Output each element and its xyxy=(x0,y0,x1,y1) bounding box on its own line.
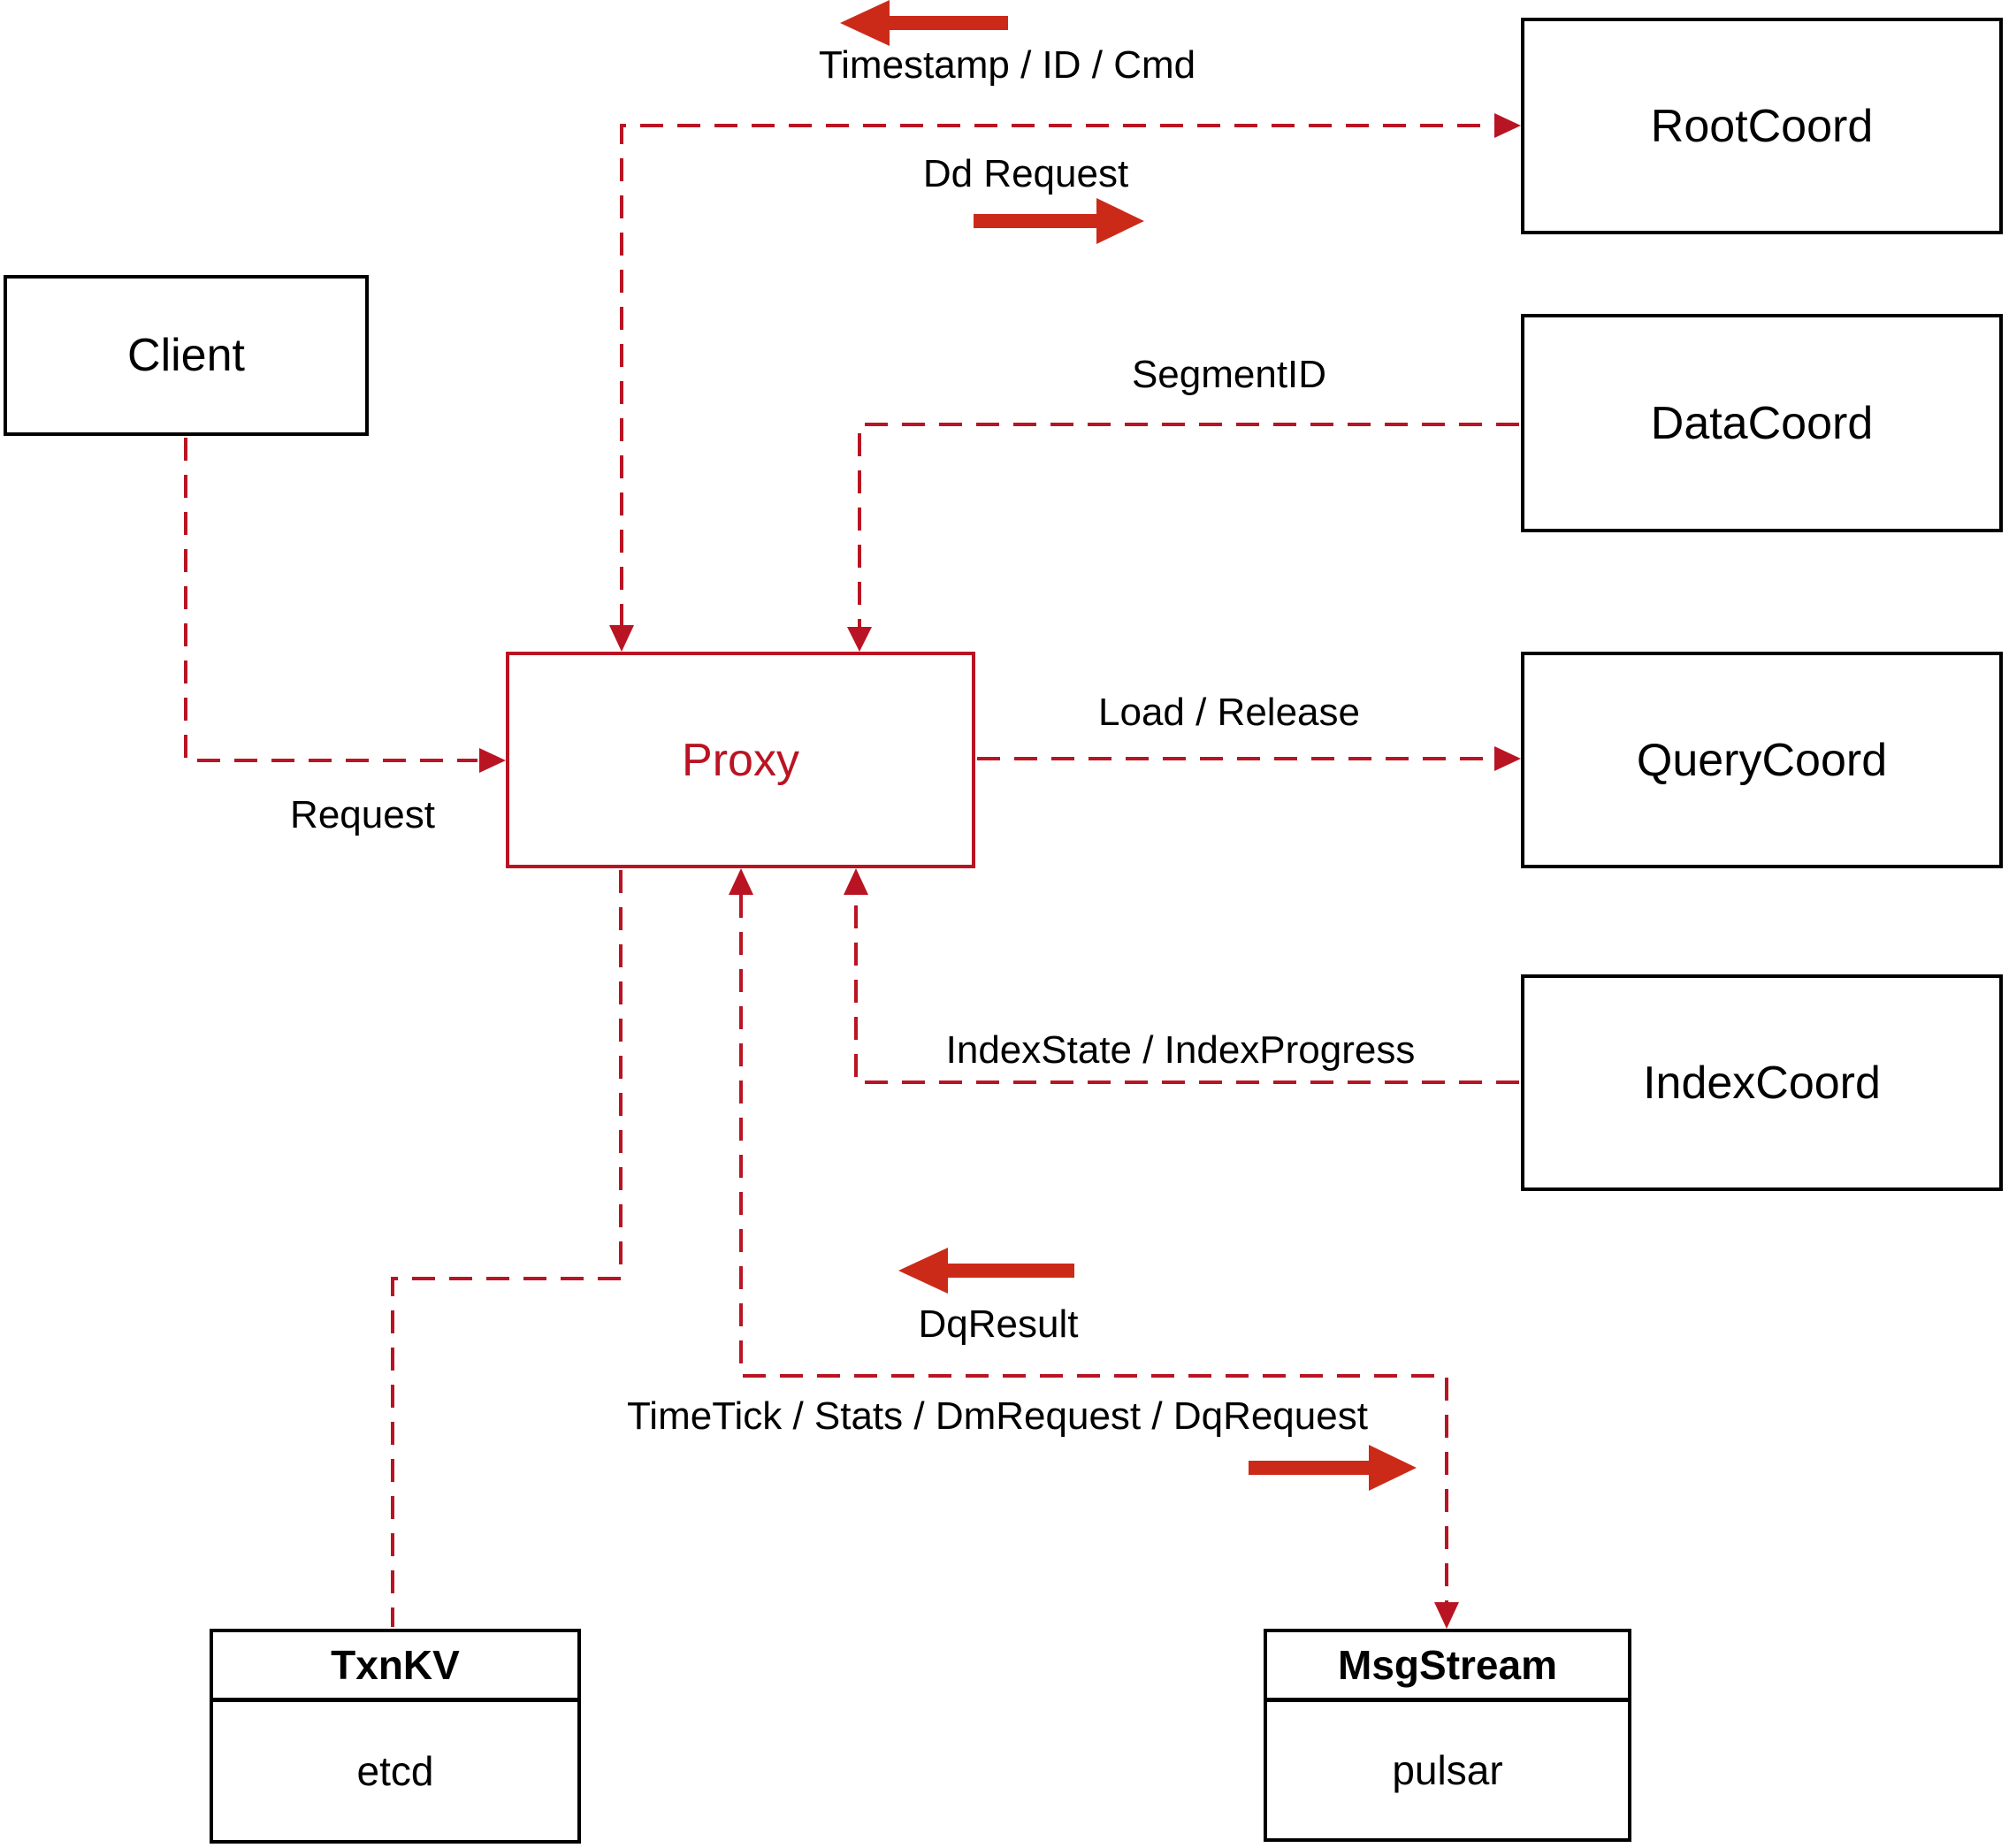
edge-label-dqresult: DqResult xyxy=(918,1302,1079,1346)
edge-datacoord-proxy-line xyxy=(858,423,1519,629)
arrowhead-into-proxy-bottom-mid xyxy=(729,868,753,895)
left-arrow-icon-dqresult xyxy=(898,1248,1074,1294)
edge-label-segmentid: SegmentID xyxy=(1131,353,1327,396)
edge-client-proxy-line xyxy=(184,438,477,762)
arrowhead-into-querycoord xyxy=(1494,746,1521,771)
right-arrow-icon-timetick xyxy=(1249,1445,1417,1491)
left-arrow-icon-timestamp xyxy=(840,0,1008,46)
arrowhead-into-proxy-top-left xyxy=(609,625,634,652)
rootcoord-label: RootCoord xyxy=(1650,100,1874,152)
arrowhead-into-proxy-left xyxy=(479,748,506,773)
txnkv-node: TxnKV etcd xyxy=(210,1629,581,1844)
arrowhead-into-rootcoord xyxy=(1494,113,1521,138)
edge-label-dd-request: Dd Request xyxy=(922,152,1129,195)
edge-proxy-txnkv-line xyxy=(391,870,623,1627)
edge-label-timetick: TimeTick / Stats / DmRequest / DqRequest xyxy=(627,1394,1368,1438)
msgstream-impl-label: pulsar xyxy=(1392,1747,1503,1793)
indexcoord-node: IndexCoord xyxy=(1521,974,2003,1191)
arrowhead-into-proxy-bottom-right xyxy=(844,868,868,895)
edge-proxy-rootcoord-line xyxy=(620,124,1493,627)
proxy-node: Proxy xyxy=(506,652,975,868)
txnkv-title: TxnKV xyxy=(213,1632,577,1702)
edge-proxy-msgstream-line xyxy=(739,895,1448,1602)
client-label: Client xyxy=(127,330,245,381)
msgstream-title-label: MsgStream xyxy=(1338,1642,1557,1688)
txnkv-impl-label: etcd xyxy=(356,1748,434,1794)
datacoord-node: DataCoord xyxy=(1521,314,2003,532)
txnkv-implementation: etcd xyxy=(213,1702,577,1840)
edge-label-load-release: Load / Release xyxy=(1098,691,1360,734)
rootcoord-node: RootCoord xyxy=(1521,18,2003,234)
proxy-label: Proxy xyxy=(682,734,799,786)
msgstream-title: MsgStream xyxy=(1267,1632,1628,1702)
querycoord-label: QueryCoord xyxy=(1636,734,1888,786)
indexcoord-label: IndexCoord xyxy=(1643,1057,1881,1109)
edge-label-indexstate: IndexState / IndexProgress xyxy=(945,1028,1416,1072)
edge-indexcoord-proxy-line xyxy=(854,895,1519,1084)
arrowhead-into-proxy-top-right xyxy=(847,627,872,652)
right-arrow-icon-dd-request xyxy=(974,198,1144,244)
msgstream-node: MsgStream pulsar xyxy=(1264,1629,1631,1842)
edge-label-request: Request xyxy=(290,793,435,836)
txnkv-title-label: TxnKV xyxy=(331,1642,460,1688)
client-node: Client xyxy=(4,275,369,436)
msgstream-implementation: pulsar xyxy=(1267,1702,1628,1838)
edge-label-timestamp: Timestamp / ID / Cmd xyxy=(818,43,1196,87)
arrowhead-into-msgstream xyxy=(1434,1602,1459,1629)
querycoord-node: QueryCoord xyxy=(1521,652,2003,868)
datacoord-label: DataCoord xyxy=(1650,397,1874,449)
